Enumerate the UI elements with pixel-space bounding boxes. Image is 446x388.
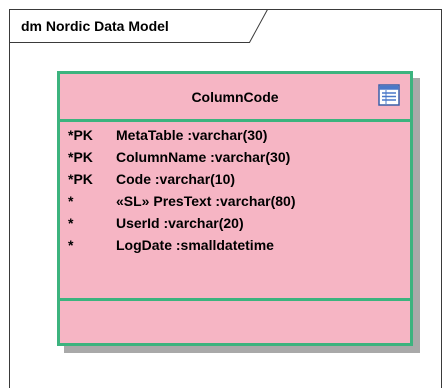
class-name: ColumnCode (191, 89, 279, 105)
diagram-frame (9, 9, 442, 388)
frame-title: dm Nordic Data Model (21, 18, 169, 34)
attribute-row[interactable]: *PK Code :varchar(10) (60, 171, 410, 191)
attribute-row[interactable]: *PK ColumnName :varchar(30) (60, 149, 410, 169)
attribute-row[interactable]: * UserId :varchar(20) (60, 215, 410, 235)
class-header: ColumnCode (60, 74, 410, 122)
frame-tab-outline (9, 9, 268, 43)
attribute-key: * (68, 237, 74, 253)
attribute-row[interactable]: * LogDate :smalldatetime (60, 237, 410, 257)
attribute-text: Code :varchar(10) (116, 171, 236, 187)
attribute-key: *PK (68, 127, 93, 143)
attribute-key: *PK (68, 149, 93, 165)
attributes-compartment: *PK MetaTable :varchar(30) *PK ColumnNam… (60, 122, 410, 301)
diagram-frame-tab: dm Nordic Data Model (9, 9, 269, 43)
table-icon (378, 84, 400, 106)
attribute-text: LogDate :smalldatetime (116, 237, 274, 253)
attribute-text: «SL» PresText :varchar(80) (116, 193, 296, 209)
attribute-text: UserId :varchar(20) (116, 215, 244, 231)
attribute-row[interactable]: * «SL» PresText :varchar(80) (60, 193, 410, 213)
attribute-text: MetaTable :varchar(30) (116, 127, 268, 143)
class-columncode[interactable]: ColumnCode *PK MetaTable :varchar(30) *P… (57, 71, 413, 346)
attribute-key: * (68, 215, 74, 231)
operations-compartment (60, 301, 410, 343)
attribute-row[interactable]: *PK MetaTable :varchar(30) (60, 127, 410, 147)
attribute-key: * (68, 193, 74, 209)
attribute-key: *PK (68, 171, 93, 187)
attribute-text: ColumnName :varchar(30) (116, 149, 291, 165)
